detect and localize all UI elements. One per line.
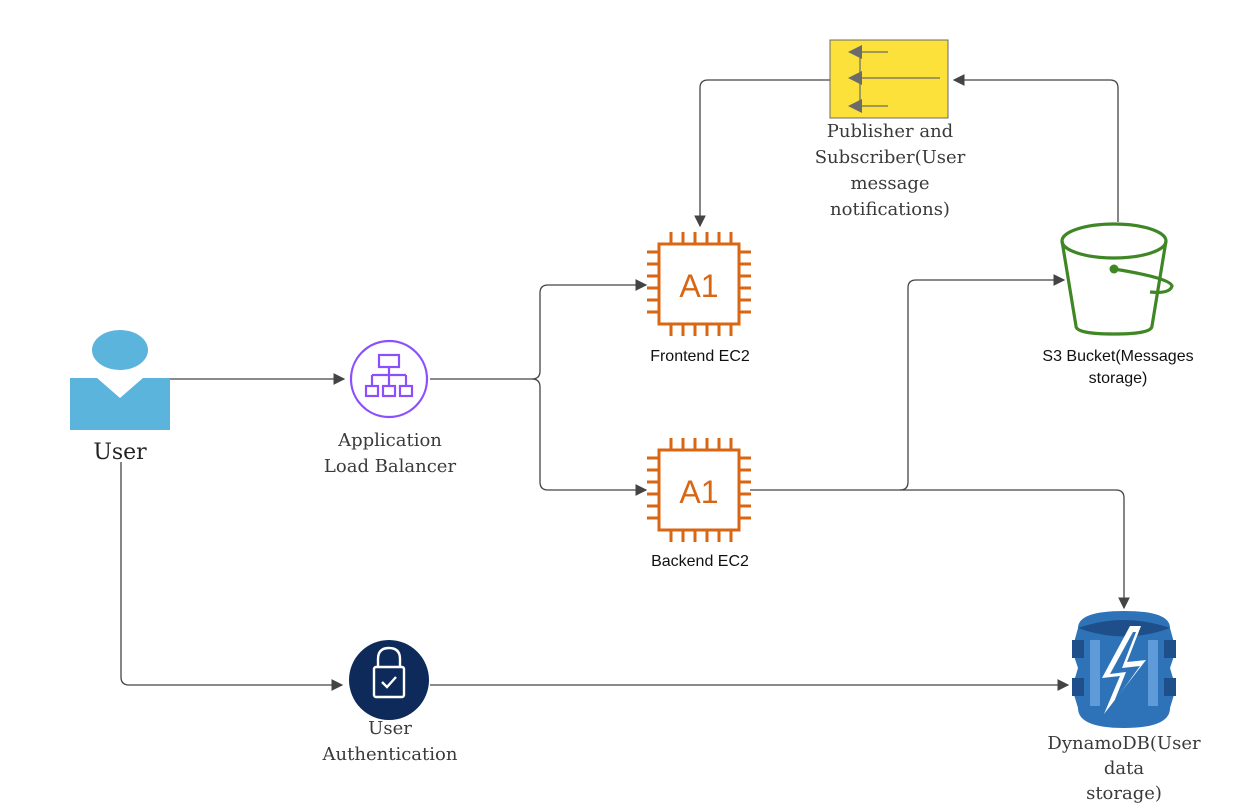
pub-sub-icon [829,39,949,119]
bucket-icon [1060,222,1174,336]
pubsub-label-line-2: Subscriber(User [814,147,966,168]
load-balancer-icon [349,339,429,419]
s3-label-line-1: S3 Bucket(Messages [1042,348,1194,365]
s3-label: S3 Bucket(Messages storage) [1018,346,1218,390]
pubsub-label: Publisher and Subscriber(User message no… [790,119,990,223]
auth-label-line-1: User [368,718,412,739]
load-balancer-label-line-2: Load Balancer [323,456,457,477]
edge-s3-to-pubsub [952,74,1119,222]
edge-load-balancer-to-backend [531,378,648,496]
lock-icon [349,640,429,720]
edge-pubsub-to-frontend [694,79,830,228]
edge-load-balancer-to-frontend [430,279,648,380]
ec2-instance-icon [647,232,751,336]
dynamodb-icon [1072,611,1176,728]
frontend-chip-text: A1 [679,268,718,304]
frontend-label: Frontend EC2 [650,348,750,365]
load-balancer-label: Application Load Balancer [300,428,480,480]
auth-label: User Authentication [300,716,480,768]
ec2-instance-icon [647,438,751,542]
pubsub-label-line-3: message [850,173,930,194]
user-icon [70,330,170,430]
backend-label: Backend EC2 [651,553,749,570]
dynamodb-label-line-2: data [1103,758,1145,779]
dynamodb-label-line-3: storage) [1086,783,1162,804]
load-balancer-label-line-1: Application [338,430,442,451]
dynamodb-label-line-1: DynamoDB(User [1047,733,1201,754]
edge-user-to-auth [120,462,344,691]
edge-backend-to-s3 [750,274,1066,491]
edges [120,74,1130,691]
pubsub-label-line-1: Publisher and [826,121,954,142]
edge-backend-to-dynamodb [900,489,1130,610]
pubsub-label-line-4: notifications) [830,199,950,220]
dynamodb-label: DynamoDB(User data storage) [1034,731,1214,806]
s3-label-line-2: storage) [1088,370,1148,387]
auth-label-line-2: Authentication [322,744,458,765]
backend-chip-text: A1 [679,474,718,510]
user-label: User [93,440,147,465]
